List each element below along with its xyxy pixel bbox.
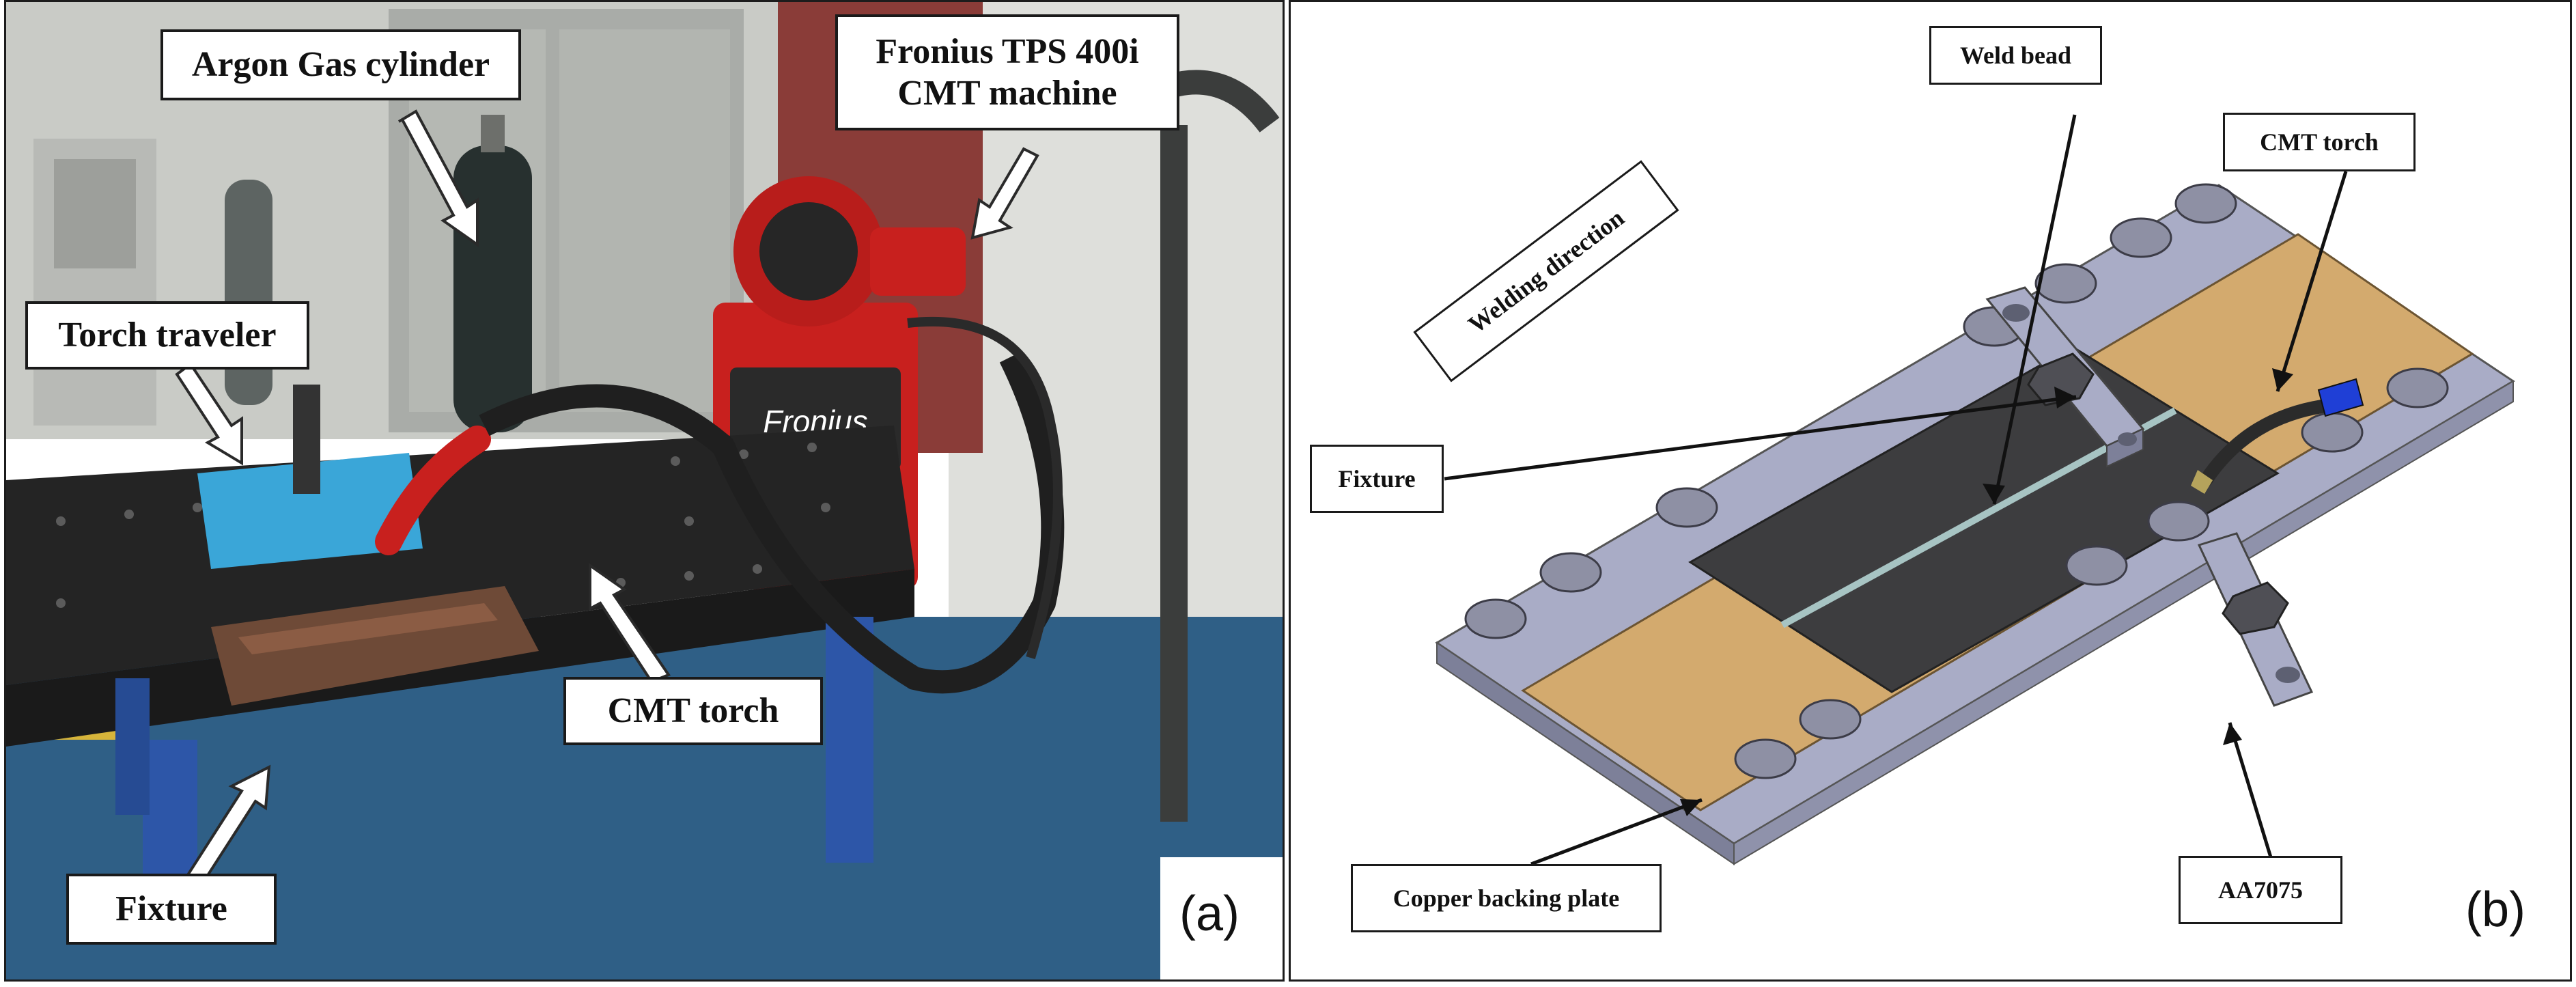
panel-b-schematic: Weld bead CMT torch Fixture Copper backi… — [1289, 0, 2572, 982]
arrow-traveler — [175, 362, 243, 466]
callout-copper-backing-plate: Copper backing plate — [1351, 864, 1662, 932]
arrow-cmt-torch — [589, 563, 671, 684]
arrow-fronius — [970, 147, 1039, 240]
head-copper — [1680, 799, 1702, 816]
leader-copper — [1530, 798, 1703, 866]
argon-cylinder — [453, 145, 532, 432]
cmt-torch-tip — [2317, 378, 2364, 417]
callout-fixture-a: Fixture — [66, 874, 277, 945]
cmt-torch-neck — [2199, 400, 2329, 487]
leader-aa7075 — [2228, 722, 2273, 858]
callout-argon-gas-cylinder: Argon Gas cylinder — [160, 29, 521, 100]
arrow-fixture — [178, 764, 271, 895]
panel-a-letter-box: (a) — [1160, 857, 1283, 979]
table-leg-back-left — [115, 678, 150, 815]
callout-fronius-line2: CMT machine — [897, 74, 1117, 113]
cylinder-valve — [481, 115, 505, 152]
callout-arrows — [175, 109, 1039, 895]
callout-fixture-b-label: Fixture — [1338, 464, 1416, 492]
panel-a-photo: Fronius — [4, 0, 1285, 982]
callout-weld-bead: Weld bead — [1929, 26, 2102, 85]
arrow-argon — [397, 109, 479, 247]
callout-weld-bead-label: Weld bead — [1959, 41, 2072, 69]
callout-argon-label: Argon Gas cylinder — [191, 45, 490, 85]
panel-b-letter: (b) — [2465, 882, 2525, 937]
callout-fronius-machine: Fronius TPS 400i CMT machine — [835, 14, 1179, 130]
stand-pole — [1160, 125, 1188, 822]
traveler-post — [293, 385, 320, 494]
callout-fixture-b: Fixture — [1310, 445, 1444, 513]
torch-traveler-body — [197, 453, 423, 569]
hex-bolt-lower — [2222, 581, 2289, 635]
callout-cmt-torch-a: CMT torch — [563, 677, 823, 745]
callout-torch-traveler-label: Torch traveler — [58, 316, 277, 355]
head-weld-bead — [1983, 484, 2005, 504]
leader-fixture — [1444, 395, 2077, 481]
cad-assembly — [1431, 114, 2515, 866]
fixture-clamp — [238, 603, 498, 654]
head-fixture — [2054, 387, 2076, 408]
callout-cmt-torch-b-label: CMT torch — [2260, 128, 2379, 156]
head-aa7075 — [2223, 723, 2242, 745]
callout-cmt-torch-a-label: CMT torch — [607, 691, 779, 731]
wire-spool — [759, 202, 858, 301]
base-fixture-side-front — [1733, 380, 2514, 865]
feeder-head — [870, 227, 966, 296]
cmt-torch-nozzle — [2191, 470, 2213, 494]
callout-cmt-torch-b: CMT torch — [2223, 113, 2416, 171]
cmt-torch-handle — [375, 426, 491, 555]
cable — [907, 316, 1063, 660]
callout-copper-backing-plate-label: Copper backing plate — [1392, 884, 1620, 912]
panel-a-letter: (a) — [1179, 887, 1240, 941]
clamp-lower-hole — [2276, 667, 2300, 683]
clamp-upper-hole-2 — [2118, 432, 2137, 446]
small-cylinder — [225, 180, 272, 405]
workshop-scene: Fronius — [6, 2, 1283, 979]
callout-torch-traveler: Torch traveler — [25, 301, 309, 370]
callout-aa7075: AA7075 — [2179, 856, 2342, 924]
cabinet-window — [54, 159, 136, 268]
callout-fronius-line1: Fronius TPS 400i — [876, 31, 1139, 71]
callout-fixture-a-label: Fixture — [115, 889, 227, 929]
head-cmt-torch — [2272, 368, 2293, 391]
hex-bolt-upper — [2027, 352, 2095, 406]
clamp-upper-hole-1 — [2002, 304, 2030, 322]
leader-weld-bead — [1992, 114, 2077, 505]
cabinet-door-2 — [559, 29, 730, 412]
leader-cmt-torch — [2276, 171, 2348, 392]
callout-aa7075-label: AA7075 — [2218, 876, 2303, 904]
